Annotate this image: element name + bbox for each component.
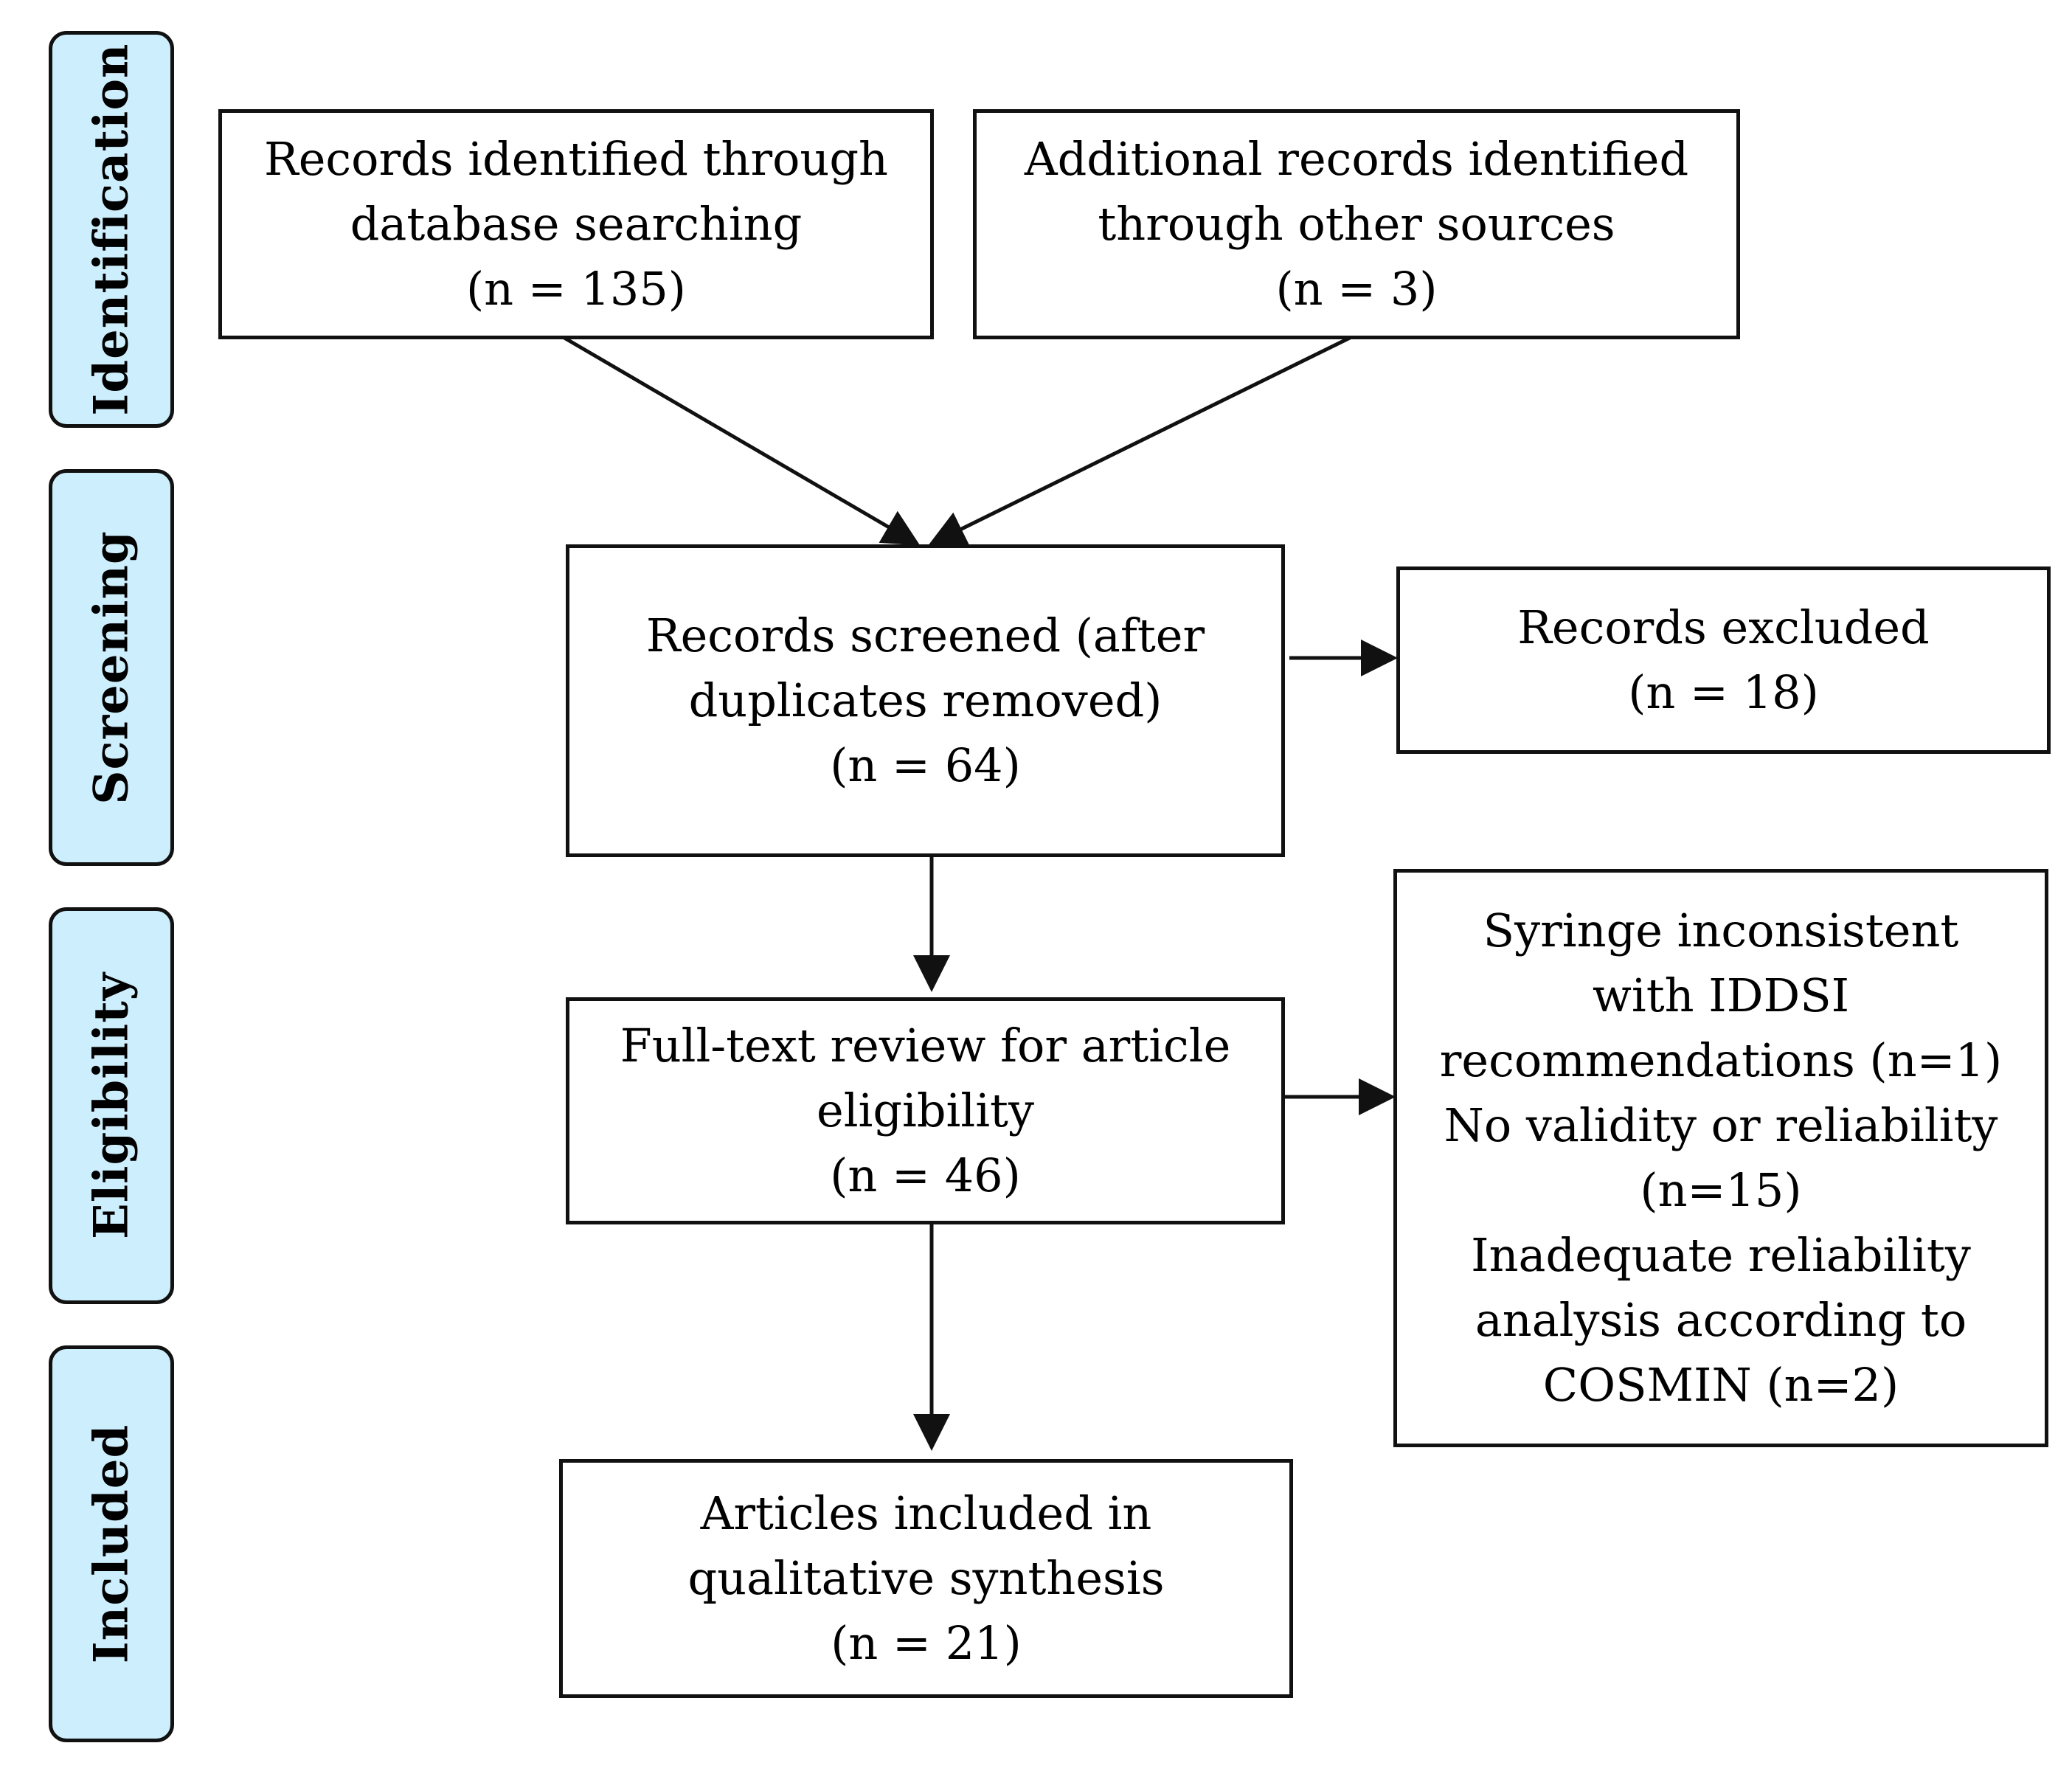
- exclusion-reason-line1: Syringe inconsistent: [1483, 904, 1959, 957]
- box-full-text: Full-text review for article eligibility…: [566, 997, 1285, 1224]
- box-database-search-line2: database searching: [350, 197, 803, 251]
- box-other-sources-line1: Additional records identified: [1024, 132, 1689, 186]
- box-records-excluded-count: (n = 18): [1628, 665, 1819, 719]
- exclusion-reason-line8: COSMIN (n=2): [1542, 1358, 1899, 1412]
- box-screened-count: (n = 64): [830, 738, 1021, 792]
- arrow-other-to-screened: [928, 336, 1351, 546]
- arrow-database-to-screened: [563, 336, 921, 546]
- box-included: Articles included in qualitative synthes…: [559, 1459, 1293, 1698]
- box-included-line2: qualitative synthesis: [687, 1551, 1165, 1605]
- stage-tab-eligibility: Eligibility: [49, 907, 174, 1304]
- exclusion-reason-line2: with IDDSI: [1592, 968, 1850, 1022]
- box-full-text-excluded: Syringe inconsistent with IDDSI recommen…: [1393, 869, 2048, 1447]
- exclusion-reason-line5: (n=15): [1640, 1163, 1802, 1217]
- box-full-text-line2: eligibility: [817, 1084, 1034, 1137]
- box-screened: Records screened (after duplicates remov…: [566, 544, 1285, 857]
- box-records-excluded: Records excluded (n = 18): [1396, 566, 2051, 754]
- exclusion-reason-line7: analysis according to: [1475, 1293, 1967, 1347]
- exclusion-reason-line6: Inadequate reliability: [1471, 1228, 1971, 1282]
- stage-tab-identification: Identification: [49, 31, 174, 428]
- box-full-text-line1: Full-text review for article: [620, 1019, 1231, 1073]
- stage-tab-screening: Screening: [49, 469, 174, 866]
- stage-tab-included: Included: [49, 1345, 174, 1742]
- box-screened-line1: Records screened (after: [645, 609, 1205, 662]
- box-included-line1: Articles included in: [700, 1486, 1152, 1540]
- box-included-count: (n = 21): [831, 1616, 1022, 1670]
- exclusion-reason-line3: recommendations (n=1): [1439, 1033, 2003, 1087]
- box-other-sources: Additional records identified through ot…: [973, 109, 1740, 339]
- box-other-sources-line2: through other sources: [1098, 197, 1615, 251]
- box-full-text-count: (n = 46): [830, 1148, 1021, 1202]
- box-database-search-line1: Records identified through: [264, 132, 888, 186]
- exclusion-reason-line4: No validity or reliability: [1444, 1098, 1998, 1152]
- box-other-sources-count: (n = 3): [1275, 262, 1438, 316]
- box-database-search: Records identified through database sear…: [218, 109, 934, 339]
- box-database-search-count: (n = 135): [465, 262, 686, 316]
- box-records-excluded-line1: Records excluded: [1517, 600, 1930, 654]
- box-screened-line2: duplicates removed): [688, 673, 1163, 727]
